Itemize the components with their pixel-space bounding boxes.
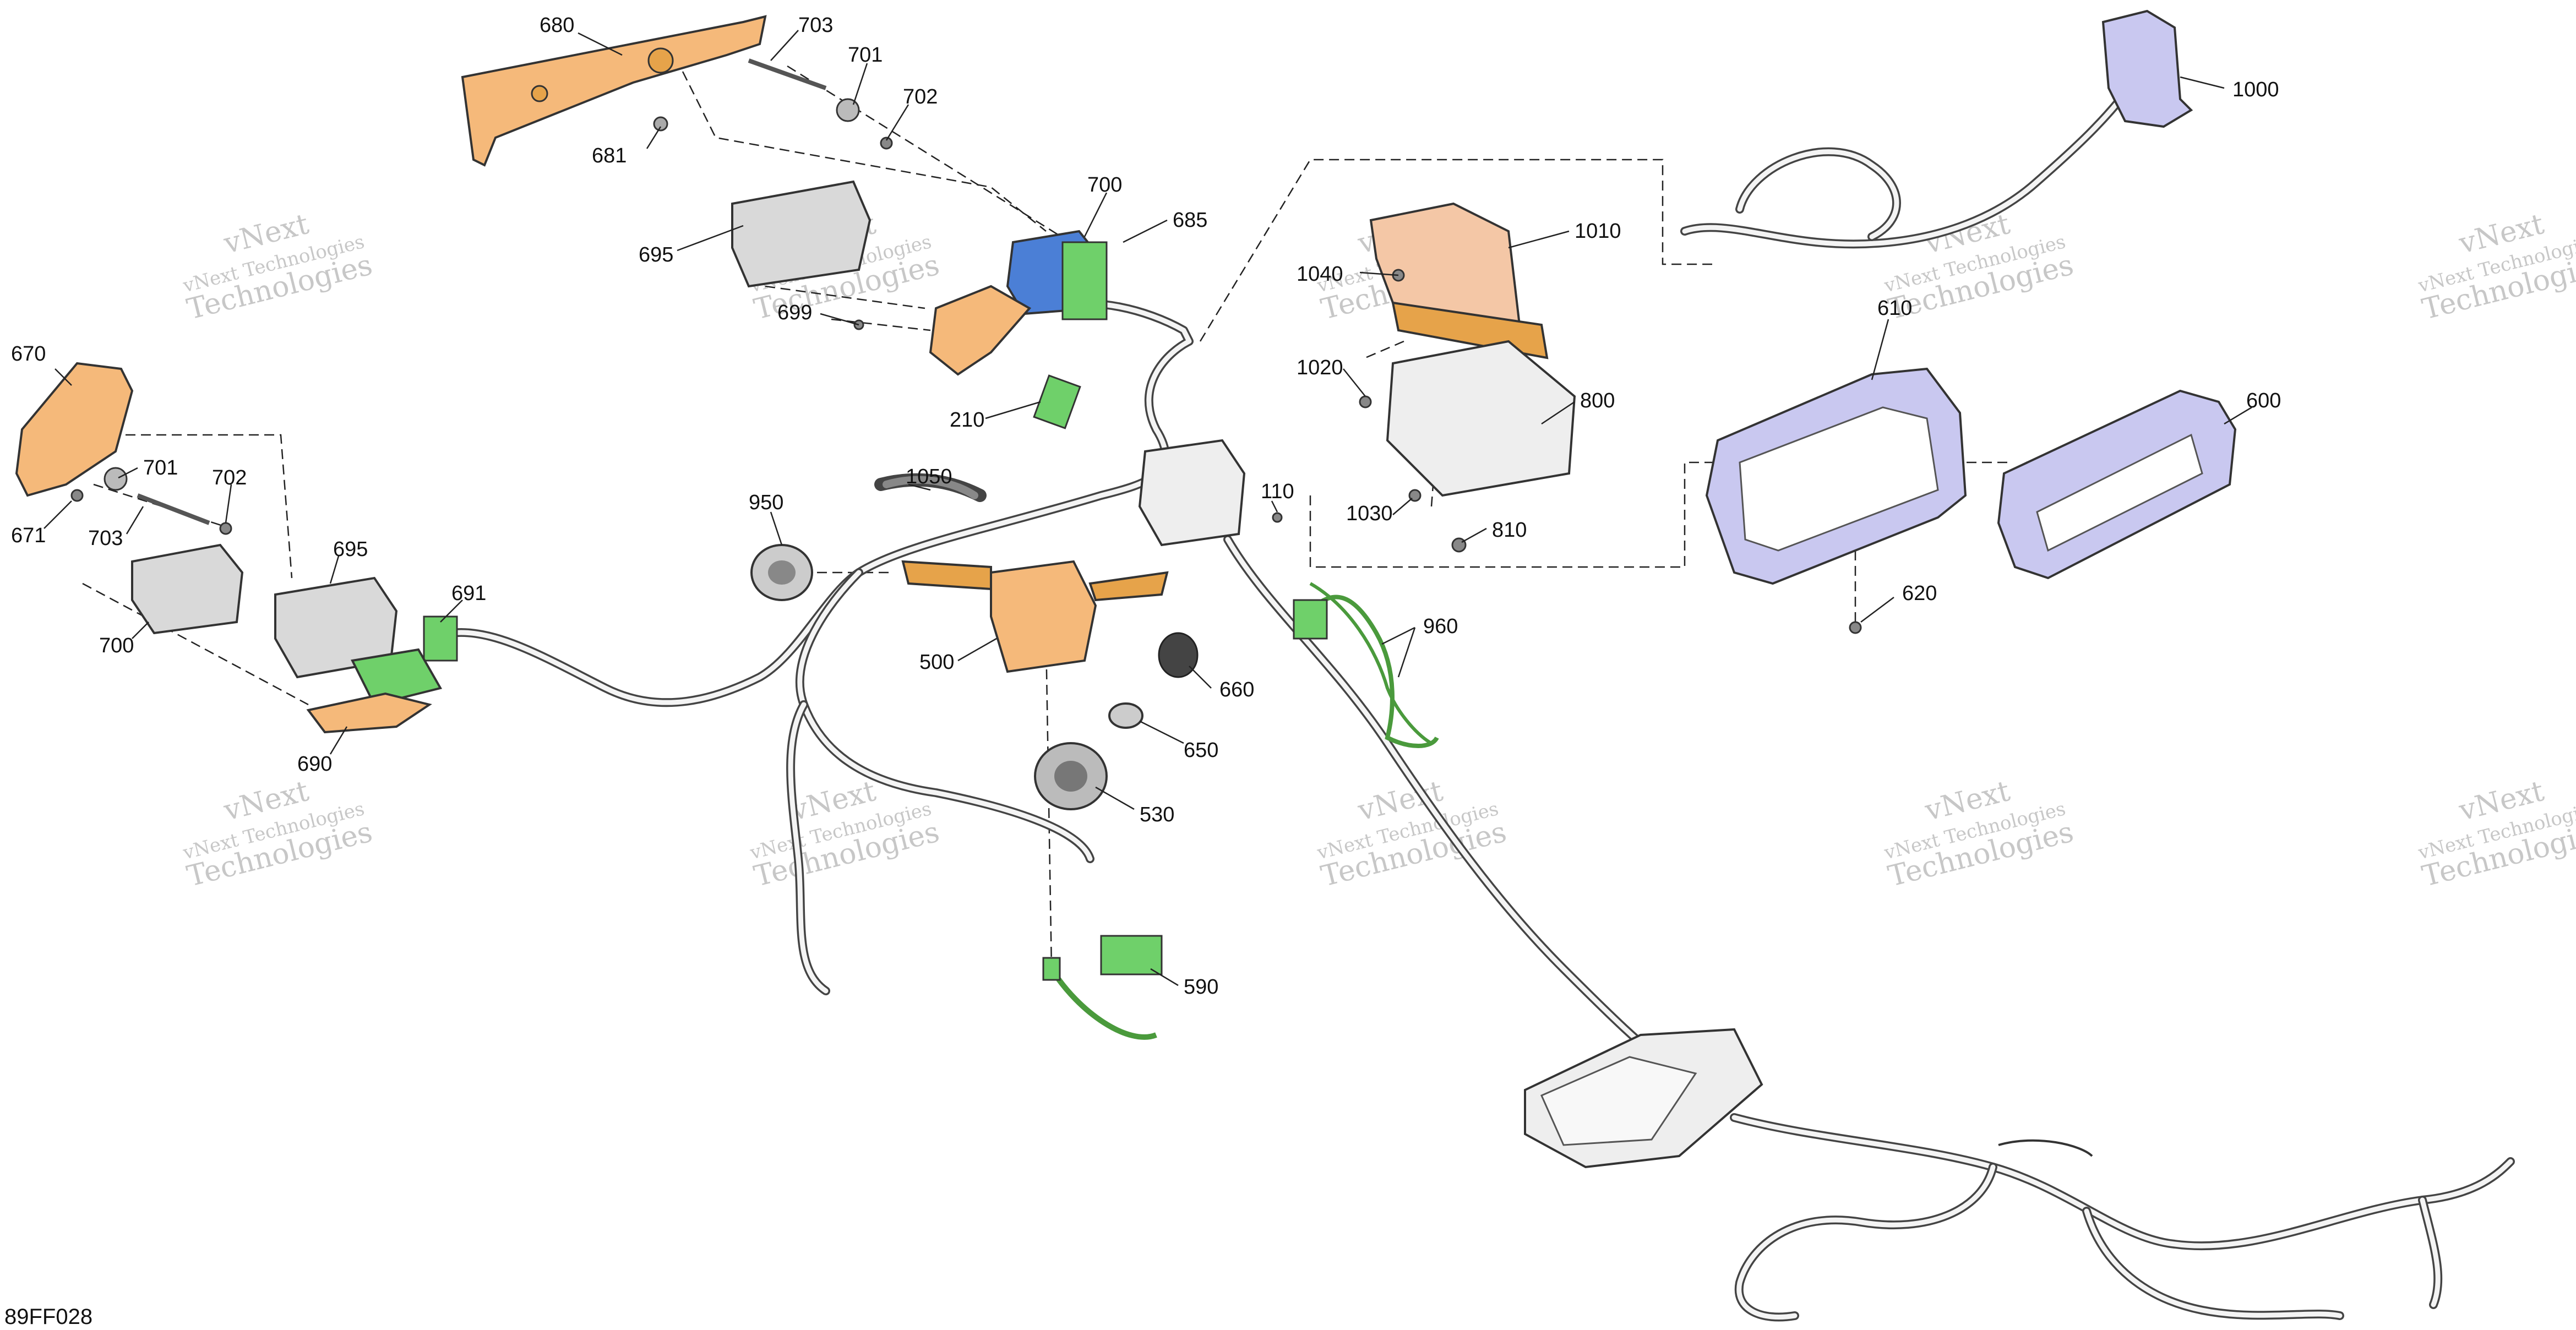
- callout-label: 1050: [906, 465, 952, 488]
- bracket-670: [15, 362, 134, 497]
- callout-label: 1030: [1346, 502, 1393, 525]
- callout-label: 650: [1184, 739, 1218, 762]
- watermark: vNext vNext Technologies Technologies: [181, 775, 376, 893]
- callout-label: 600: [2246, 389, 2281, 412]
- bracket-690: [306, 692, 432, 734]
- housing-610: [1705, 367, 1967, 585]
- callout-label: 110: [1261, 480, 1294, 503]
- ring-650: [1108, 702, 1143, 729]
- leader-lines: [43, 30, 2252, 986]
- callout-label: 702: [212, 466, 247, 489]
- callout-label: 690: [297, 753, 332, 776]
- fuse-box-500: [901, 560, 1169, 673]
- callout-label: 620: [1902, 582, 1937, 605]
- callout-labels: 680 681 703 701 702 700 685 695 699 210 …: [11, 14, 2281, 999]
- callout-label: 670: [11, 342, 46, 366]
- callout-label: 530: [1140, 803, 1174, 826]
- callout-label: 1040: [1297, 263, 1343, 286]
- callout-label: 695: [639, 243, 673, 266]
- tube-1050: [874, 473, 987, 502]
- callout-label: 691: [451, 582, 486, 605]
- harness-590: [1042, 935, 1163, 1040]
- relay-box: [1138, 439, 1246, 547]
- harness-960: [1293, 595, 1439, 748]
- callout-label: 701: [848, 43, 883, 67]
- callout-label: 685: [1173, 209, 1207, 232]
- module-800: [1386, 340, 1576, 497]
- callout-label: 702: [903, 85, 938, 108]
- watermark: vNext vNext Technologies Technologies: [1882, 775, 2077, 893]
- callout-label: 680: [540, 14, 574, 37]
- canister-695-top: [731, 180, 872, 288]
- fasteners: [70, 58, 1862, 634]
- callout-label: 610: [1877, 297, 1912, 320]
- display-600: [1997, 389, 2237, 580]
- callout-label: 590: [1184, 975, 1218, 999]
- callout-label: 699: [777, 301, 812, 324]
- callout-label: 810: [1492, 519, 1527, 542]
- callout-label: 660: [1219, 678, 1254, 701]
- callout-label: 1000: [2232, 78, 2279, 101]
- callout-label: 671: [11, 524, 46, 547]
- callout-label: 681: [592, 144, 627, 167]
- valve-691: [351, 615, 458, 706]
- watermarks: vNext vNext Technologies Technologies vN…: [181, 208, 2576, 893]
- bracket-680: [461, 15, 767, 167]
- callout-label: 703: [798, 14, 833, 37]
- callout-label: 701: [143, 456, 178, 479]
- callout-label: 1010: [1575, 220, 1621, 243]
- control-unit-700: [1006, 230, 1108, 320]
- callout-label: 700: [1087, 173, 1122, 197]
- callout-label: 695: [333, 538, 368, 561]
- callout-label: 1020: [1297, 356, 1343, 379]
- watermark: vNext vNext Technologies Technologies: [2416, 775, 2576, 893]
- callout-label: 800: [1580, 389, 1615, 412]
- canister-700-left: [131, 543, 244, 635]
- control-module-bottom: [1524, 1028, 1763, 1169]
- callout-label: 703: [88, 527, 123, 550]
- callout-label: 950: [749, 491, 783, 514]
- callout-label: 500: [919, 651, 954, 674]
- callout-label: 210: [950, 408, 984, 432]
- switch-950: [750, 544, 813, 601]
- callout-label: 960: [1423, 615, 1458, 638]
- callout-label: 700: [99, 634, 134, 657]
- watermark: vNext vNext Technologies Technologies: [181, 208, 376, 326]
- diagram-code: 89FF028: [4, 1305, 92, 1329]
- clamp-699: [929, 285, 1032, 376]
- switch-1000: [2101, 9, 2193, 128]
- sensor-660: [1158, 632, 1199, 678]
- wiring-harness: [447, 89, 2515, 1322]
- horn-530: [1034, 742, 1108, 810]
- watermark: vNext vNext Technologies Technologies: [748, 775, 943, 893]
- sensor-210: [1033, 374, 1081, 429]
- watermark: vNext vNext Technologies Technologies: [2416, 208, 2576, 326]
